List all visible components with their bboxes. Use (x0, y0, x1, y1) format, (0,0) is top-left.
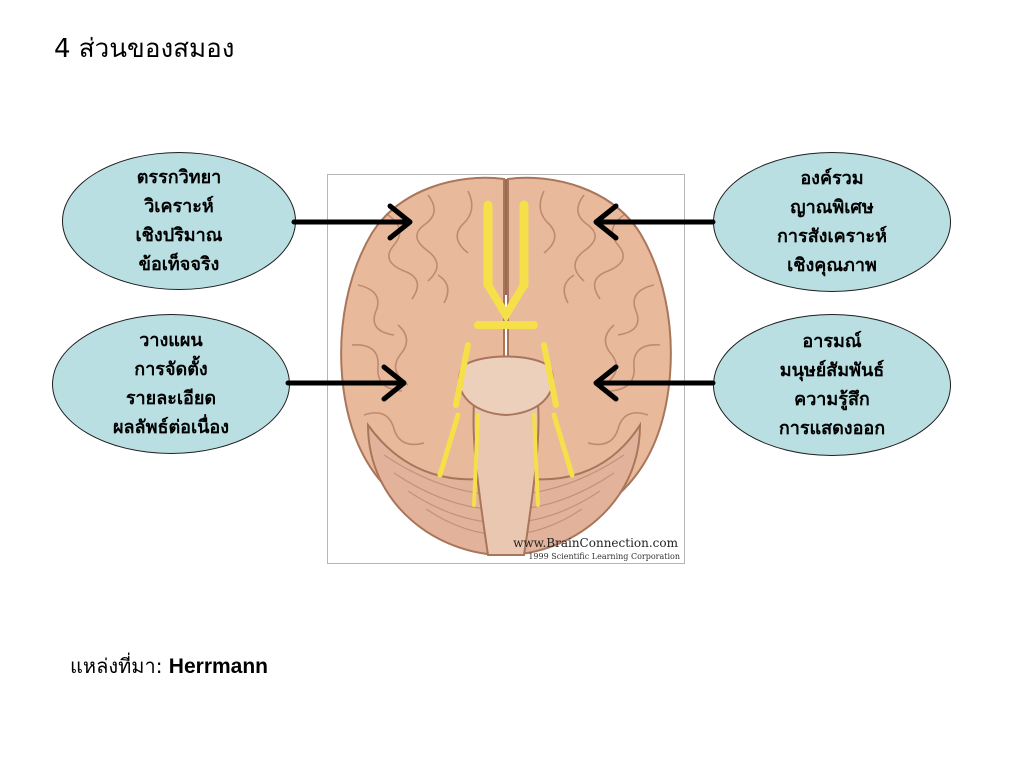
quadrant-bubble-lower-right: อารมณ์ มนุษย์สัมพันธ์ ความรู้สึก การแสดง… (713, 314, 951, 456)
quadrant-line: มนุษย์สัมพันธ์ (779, 360, 885, 381)
arrow-right-icon (285, 364, 407, 402)
quadrant-line: วิเคราะห์ (144, 196, 214, 217)
brain-drawing (340, 176, 672, 557)
source-citation: แหล่งที่มา: Herrmann (70, 650, 268, 682)
quadrant-line: เชิงคุณภาพ (787, 255, 877, 276)
brainstem (472, 374, 540, 556)
cranial-nerves (437, 200, 575, 507)
pons (458, 355, 554, 417)
quadrant-bubble-upper-left: ตรรกวิทยา วิเคราะห์ เชิงปริมาณ ข้อเท็จจร… (62, 152, 296, 290)
quadrant-line: วางแผน (139, 330, 203, 351)
image-copyright: 1999 Scientific Learning Corporation (528, 552, 680, 561)
quadrant-line: องค์รวม (800, 168, 864, 189)
quadrant-line: ตรรกวิทยา (136, 167, 222, 188)
quadrant-line: การแสดงออก (778, 418, 886, 439)
arrow-right-icon (291, 203, 413, 241)
quadrant-line: อารมณ์ (802, 331, 862, 352)
brain-right-hemisphere (507, 176, 672, 511)
quadrant-bubble-upper-right: องค์รวม ญาณพิเศษ การสังเคราะห์ เชิงคุณภา… (713, 152, 951, 292)
slide-title: 4 ส่วนของสมอง (54, 34, 235, 64)
arrow-left-icon (593, 364, 716, 402)
quadrant-line: ญาณพิเศษ (790, 197, 874, 218)
quadrant-line: ผลลัพธ์ต่อเนื่อง (112, 417, 229, 438)
quadrant-bubble-lower-left: วางแผน การจัดตั้ง รายละเอียด ผลลัพธ์ต่อเ… (52, 314, 290, 454)
source-label: แหล่งที่มา: (70, 654, 163, 678)
quadrant-line: รายละเอียด (125, 388, 217, 409)
arrow-left-icon (593, 203, 716, 241)
quadrant-line: การสังเคราะห์ (777, 226, 887, 247)
quadrant-line: ความรู้สึก (794, 389, 870, 410)
brain-gyri (351, 190, 661, 446)
source-value: Herrmann (168, 655, 268, 678)
quadrant-line: เชิงปริมาณ (135, 225, 223, 246)
quadrant-line: การจัดตั้ง (134, 359, 208, 380)
image-watermark: www.BrainConnection.com (513, 536, 678, 550)
quadrant-line: ข้อเท็จจริง (138, 254, 220, 275)
brain-left-hemisphere (340, 176, 505, 511)
